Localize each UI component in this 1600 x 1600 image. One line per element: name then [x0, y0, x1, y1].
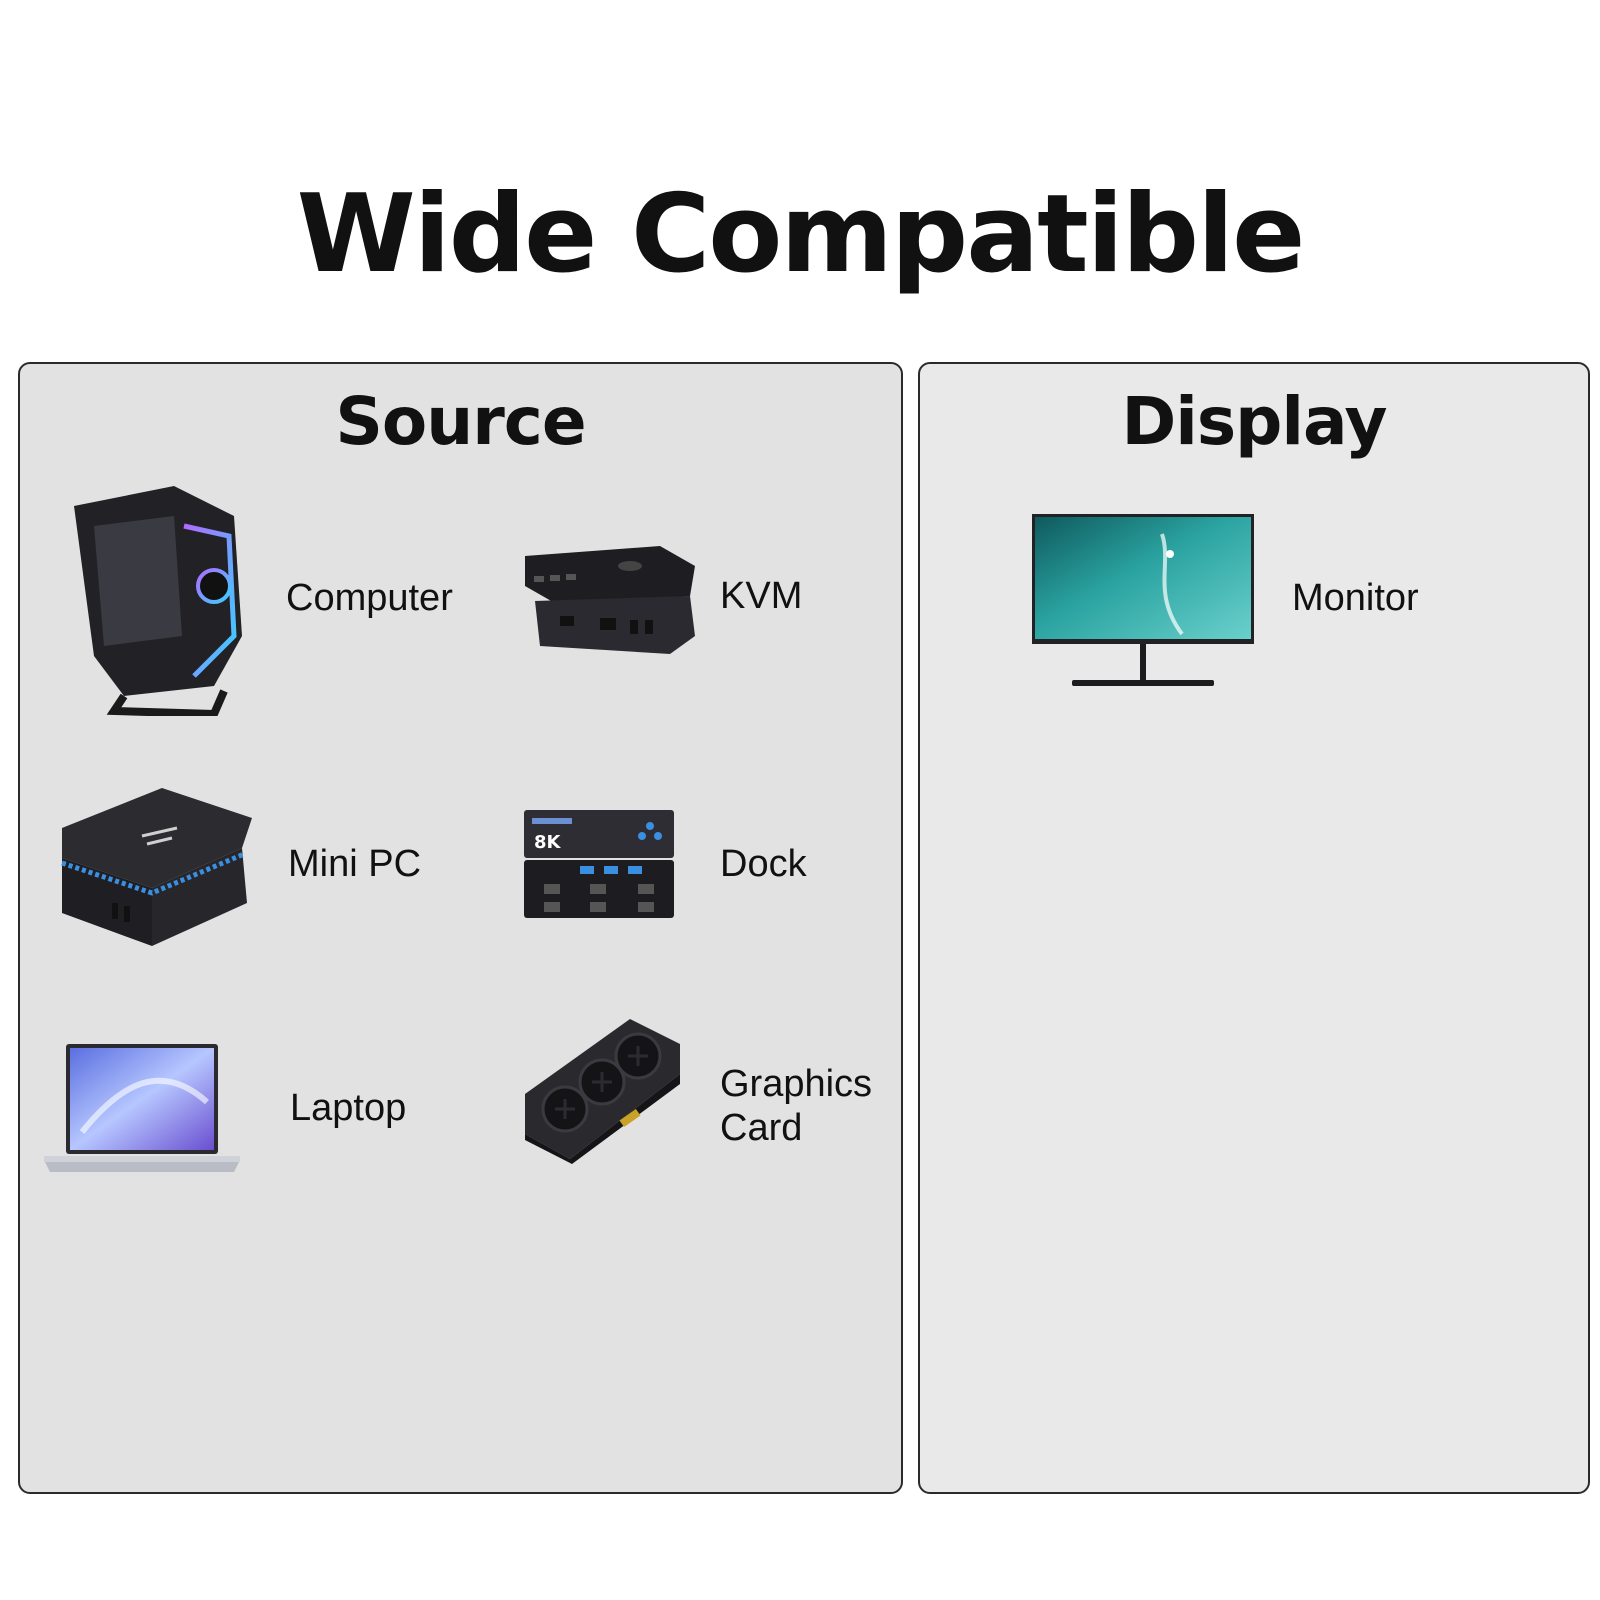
- graphics-card-label: Graphics Card: [720, 1063, 873, 1149]
- source-panel: Source Computer: [18, 362, 903, 1494]
- mini-pc-label: Mini PC: [288, 843, 422, 885]
- kvm-device-icon: [525, 546, 695, 654]
- monitor-icon: [1032, 514, 1254, 686]
- laptop-icon: [44, 1044, 240, 1172]
- dock-badge-text: 8K: [534, 832, 562, 853]
- kvm-label: KVM: [720, 575, 803, 617]
- gaming-computer-icon: [74, 486, 242, 716]
- source-heading: Source: [335, 383, 586, 460]
- display-panel: Display Monitor: [918, 362, 1590, 1494]
- computer-label: Computer: [286, 577, 453, 619]
- laptop-label: Laptop: [290, 1087, 407, 1129]
- page-title: Wide Compatible: [296, 172, 1306, 297]
- monitor-label: Monitor: [1292, 577, 1419, 619]
- display-heading: Display: [1121, 383, 1387, 460]
- dock-label: Dock: [720, 843, 807, 885]
- dock-device-icon: 8K: [524, 810, 674, 918]
- mini-pc-icon: [61, 788, 252, 946]
- graphics-card-icon: [525, 1019, 680, 1164]
